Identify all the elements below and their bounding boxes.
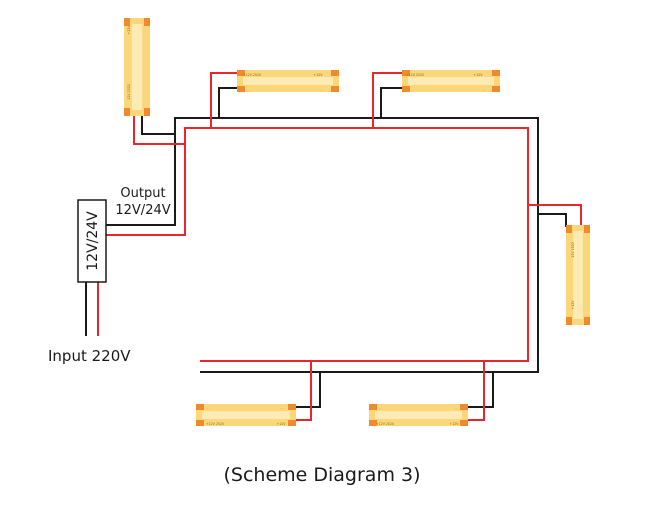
strip-6-pad-3 <box>460 420 468 426</box>
strip-2-mark-1: +12V <box>314 73 324 77</box>
strip-1-black-wire <box>141 112 175 135</box>
caption: (Scheme Diagram 3) <box>223 464 420 486</box>
output-label-line1: Output <box>120 186 165 201</box>
strip-3-red-wire <box>372 72 402 128</box>
strip-6-mark-2: +12V 2520 <box>376 422 394 426</box>
strip-5-pad-3 <box>288 420 296 426</box>
power-supply: 12V/24V <box>77 199 107 283</box>
strip-4-pad-2 <box>566 317 572 325</box>
strip-5-led-band <box>202 411 290 419</box>
strip-1-pad-3 <box>144 108 150 116</box>
strip-5-red-wire <box>296 361 312 421</box>
strip-6-mark-0: - <box>379 406 380 410</box>
strip-5-pad-2 <box>288 404 296 410</box>
strip-5-mark-0: - <box>207 406 208 410</box>
strip-2: +12V 2520 +12V - - <box>237 70 339 92</box>
power-supply-label: 12V/24V <box>85 211 101 271</box>
main-black-wire <box>106 117 539 373</box>
strip-5-mark-3: +12V <box>277 422 287 426</box>
input-label: Input 220V <box>48 347 131 365</box>
strip-6-black-wire <box>468 372 494 408</box>
strip-6-led-band <box>375 411 462 419</box>
strip-4-mark-0: 12V 2520 <box>571 242 575 257</box>
strip-4-red-wire <box>528 204 582 227</box>
output-label-line2: 12V/24V <box>115 203 170 218</box>
strip-2-black-wire <box>218 87 237 118</box>
strip-1-red-wire <box>133 112 185 145</box>
strip-3-led-band <box>408 77 494 85</box>
strip-5-pad-1 <box>196 420 204 426</box>
strip-3-pad-2 <box>492 70 500 76</box>
strip-2-mark-2: - <box>249 88 250 92</box>
strip-4-led-band <box>573 231 583 319</box>
strip-4-pad-1 <box>584 225 590 233</box>
strip-3-pad-0 <box>402 70 410 76</box>
strip-3-mark-0: +12V 2520 <box>406 73 424 77</box>
strip-4-mark-1: +12V <box>571 300 575 310</box>
strip-5: - - +12V 2520 +12V <box>196 404 296 426</box>
strip-5-pad-0 <box>196 404 204 410</box>
strip-3: +12V 2520 +12V - - <box>402 70 500 92</box>
main-red-wire <box>106 127 529 362</box>
strip-6-pad-2 <box>460 404 468 410</box>
strip-2-led-band <box>243 77 333 85</box>
strip-1-mark-0: +12V <box>127 25 131 35</box>
strip-6-pad-1 <box>369 420 377 426</box>
strip-1: +12V 12V 2520 <box>124 18 150 116</box>
strip-3-mark-3: - <box>483 88 484 92</box>
strip-6: - - +12V 2520 +12V <box>369 404 468 426</box>
strip-5-mark-1: - <box>281 406 282 410</box>
strip-2-pad-3 <box>331 86 339 92</box>
strip-5-black-wire <box>296 372 321 408</box>
strip-2-pad-1 <box>237 86 245 92</box>
strip-3-mark-2: - <box>412 88 413 92</box>
strip-4-black-wire <box>538 213 567 227</box>
strip-4: 12V 2520 +12V <box>566 225 590 325</box>
strip-3-pad-3 <box>492 86 500 92</box>
strip-2-pad-2 <box>331 70 339 76</box>
strip-3-black-wire <box>380 87 402 118</box>
strip-4-pad-0 <box>566 225 572 233</box>
wires <box>85 72 582 421</box>
strip-2-pad-0 <box>237 70 245 76</box>
strip-1-pad-2 <box>124 108 130 116</box>
strip-2-red-wire <box>210 72 237 128</box>
strip-1-pad-1 <box>144 18 150 26</box>
strip-6-mark-3: +12V <box>450 422 460 426</box>
strip-2-mark-3: - <box>321 88 322 92</box>
power-supply-box <box>77 199 107 283</box>
strip-6-mark-1: - <box>455 406 456 410</box>
strip-1-led-band <box>131 24 143 110</box>
strip-4-pad-3 <box>584 317 590 325</box>
strip-1-pad-0 <box>124 18 130 26</box>
strip-6-pad-0 <box>369 404 377 410</box>
strip-3-pad-1 <box>402 86 410 92</box>
strip-6-red-wire <box>468 361 485 421</box>
strip-1-mark-1: 12V 2520 <box>127 84 131 99</box>
strip-2-mark-0: +12V 2520 <box>243 73 261 77</box>
strip-5-mark-2: +12V 2520 <box>206 422 224 426</box>
strip-3-mark-1: +12V <box>474 73 484 77</box>
